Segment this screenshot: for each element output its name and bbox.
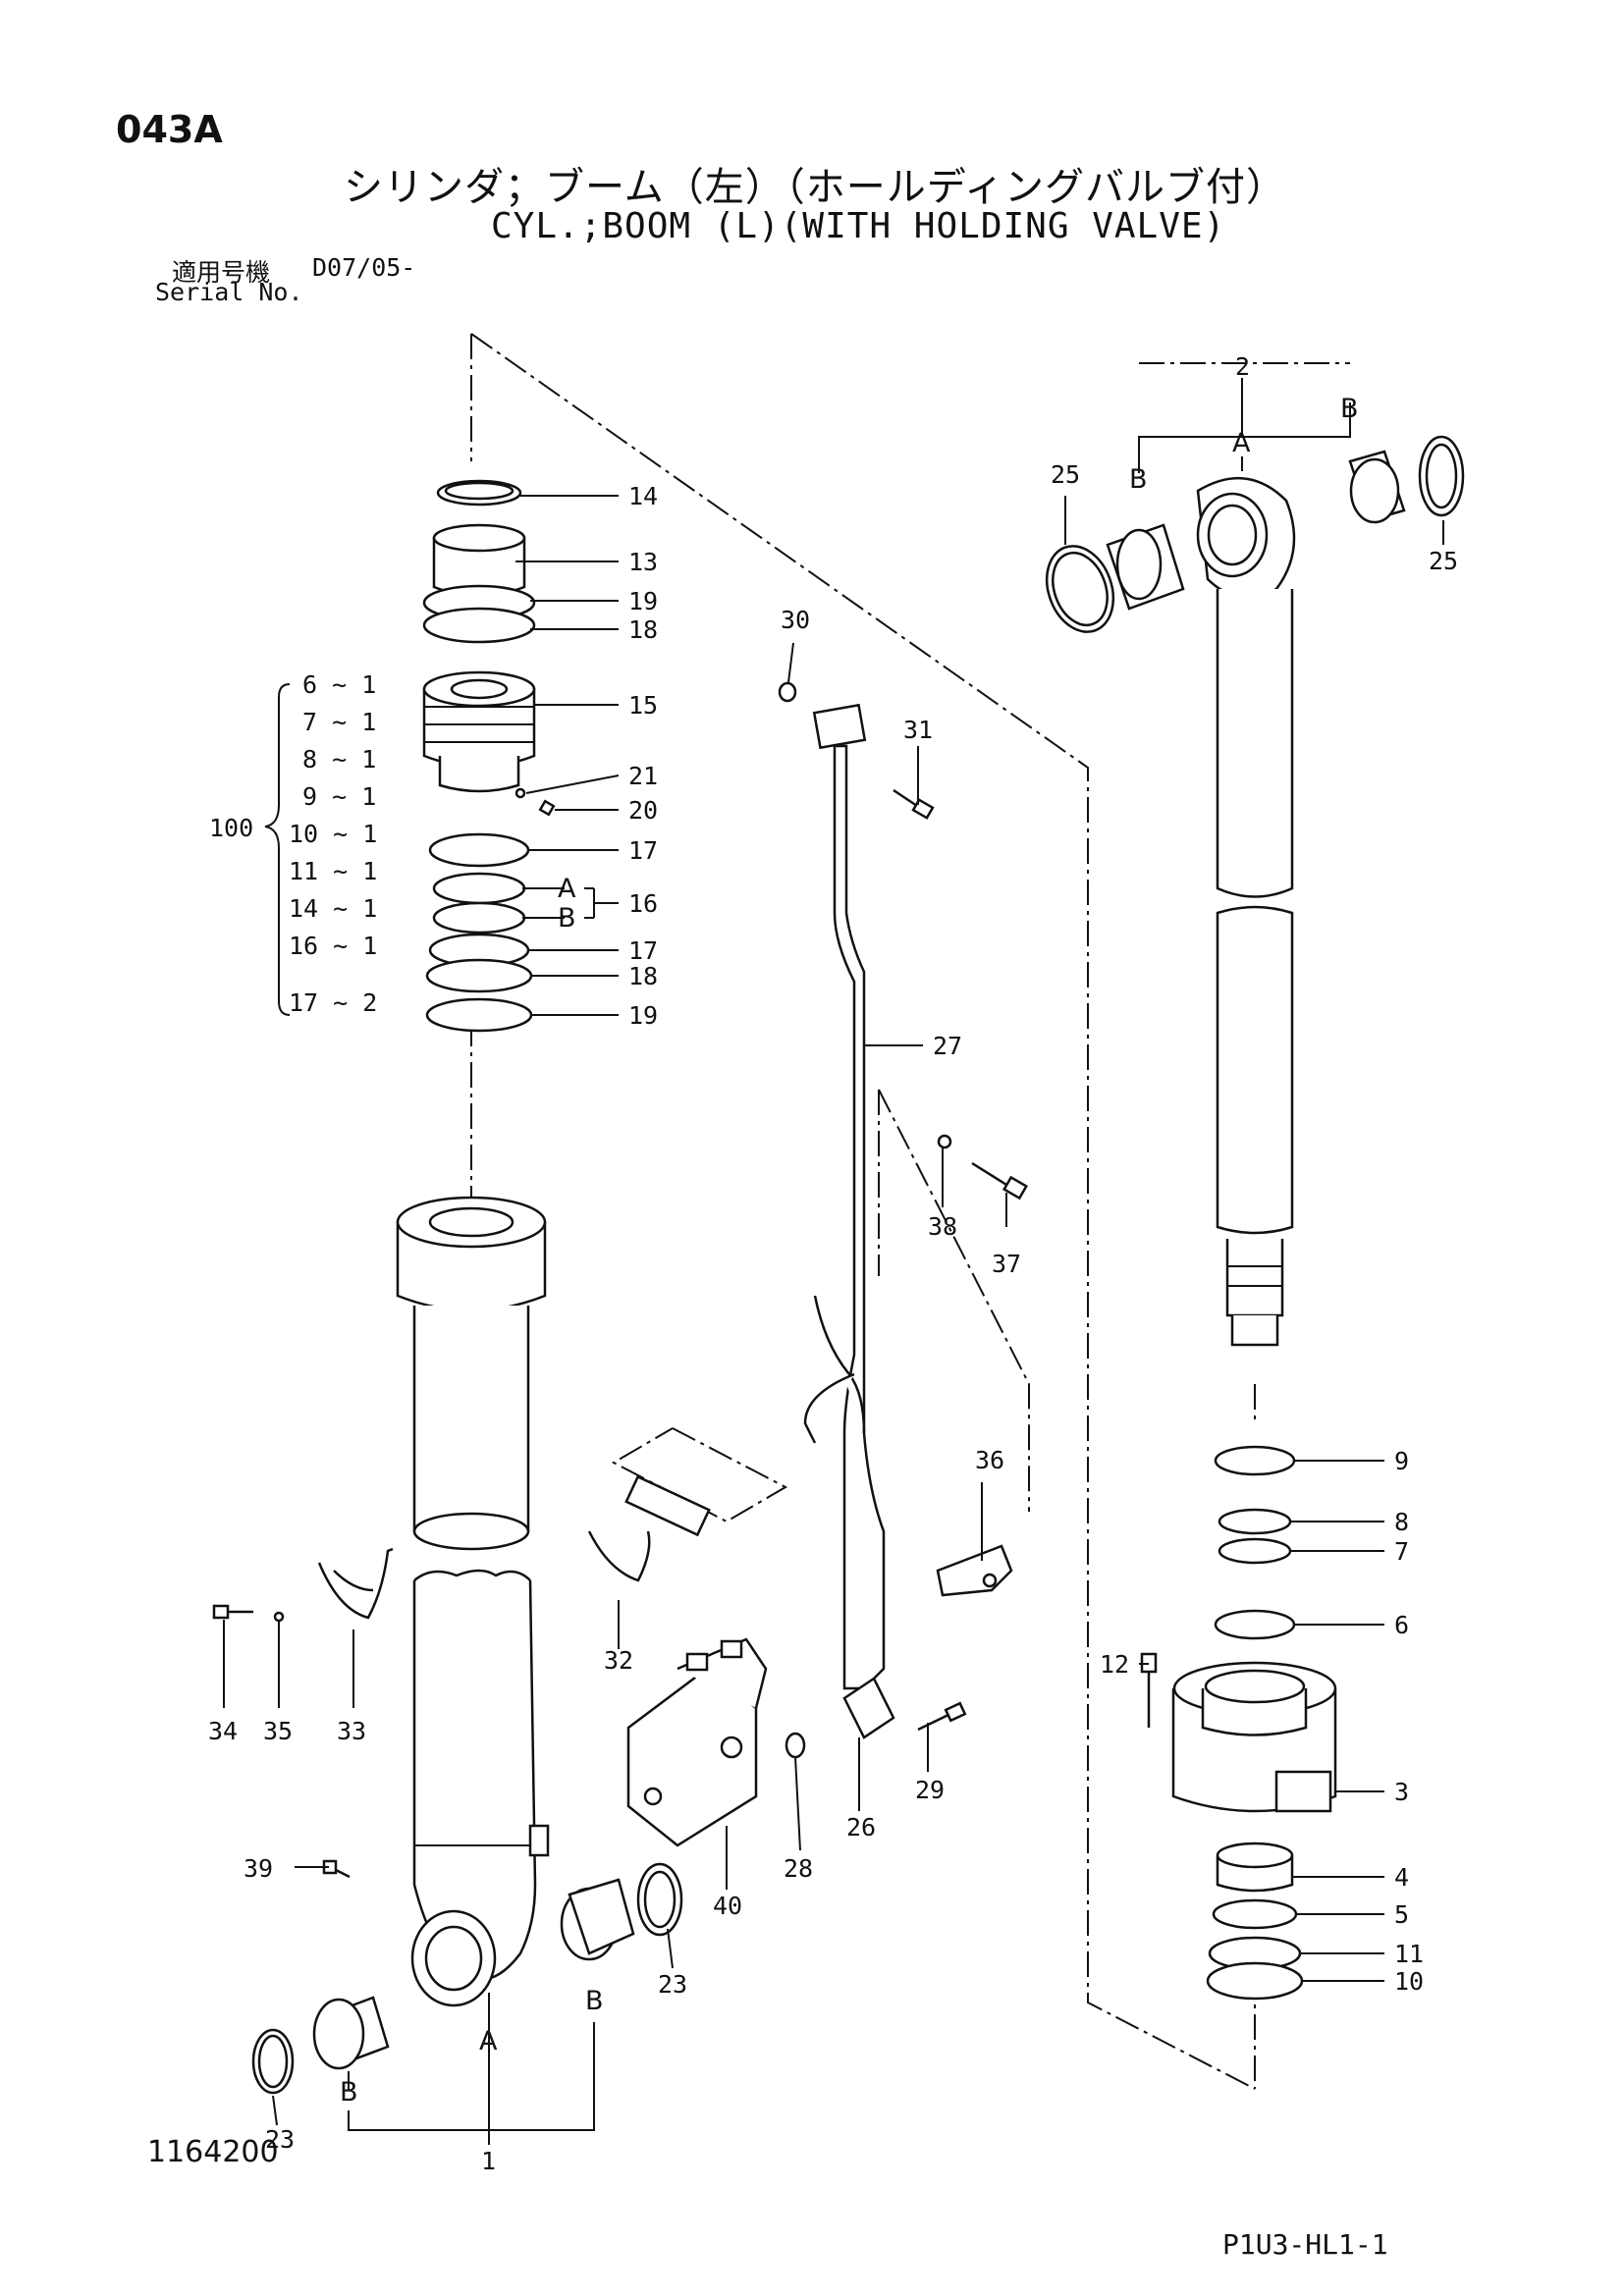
kit-line-6: 11 ~ 1 xyxy=(289,857,377,885)
callout-38: 38 xyxy=(928,1212,957,1241)
callout-9: 9 xyxy=(1394,1447,1409,1475)
callout-8: 8 xyxy=(1394,1508,1409,1536)
callout-18b: 18 xyxy=(628,962,658,990)
kit-line-9: 17 ~ 2 xyxy=(289,988,377,1017)
leader-lines xyxy=(223,495,1444,2145)
ab-brackets xyxy=(348,378,1351,2131)
page-reference: P1U3-HL1-1 xyxy=(1222,2228,1388,2261)
callout-29: 29 xyxy=(915,1776,945,1804)
letter-b-seal: B xyxy=(558,903,576,934)
callout-28: 28 xyxy=(784,1854,813,1883)
callout-37: 37 xyxy=(992,1250,1021,1278)
callout-17b: 17 xyxy=(628,936,658,965)
callout-23-left: 23 xyxy=(265,2125,295,2154)
clamp-bands xyxy=(212,1474,711,1623)
callout-11: 11 xyxy=(1394,1940,1424,1968)
kit-line-2: 7 ~ 1 xyxy=(302,708,376,736)
drawing-number: 1164200 xyxy=(147,2135,279,2169)
callout-2: 2 xyxy=(1235,352,1250,381)
title-english: CYL.;BOOM (L)(WITH HOLDING VALVE) xyxy=(491,206,1226,246)
letter-b-tube-right: B xyxy=(585,1986,604,2016)
callout-33: 33 xyxy=(337,1717,366,1745)
serial-label-english: Serial No. xyxy=(155,278,303,306)
piston-rod xyxy=(1045,435,1465,1347)
callout-19b: 19 xyxy=(628,1001,658,1030)
callout-30: 30 xyxy=(781,606,810,634)
callout-36: 36 xyxy=(975,1446,1004,1474)
letter-a-tube: A xyxy=(479,2026,498,2056)
letter-a-rod: A xyxy=(1232,428,1251,458)
letter-b-tube-left: B xyxy=(340,2077,358,2108)
callout-12: 12 xyxy=(1100,1650,1129,1679)
callout-15: 15 xyxy=(628,691,658,720)
kit-line-4: 9 ~ 1 xyxy=(302,782,376,811)
kit-bracket xyxy=(264,683,291,1016)
letter-a-seal: A xyxy=(558,874,576,904)
kit-line-7: 14 ~ 1 xyxy=(289,894,377,923)
holding-valve xyxy=(626,1637,768,1847)
callout-10: 10 xyxy=(1394,1967,1424,1996)
callout-19a: 19 xyxy=(628,587,658,615)
callout-labels: 14 13 19 18 15 21 20 17 A B 16 17 18 19 … xyxy=(208,352,1458,2175)
kit-line-3: 8 ~ 1 xyxy=(302,745,376,774)
bolts xyxy=(322,788,1158,1879)
callout-39: 39 xyxy=(244,1854,273,1883)
bushing-left xyxy=(251,1862,683,2095)
callout-40: 40 xyxy=(713,1892,742,1920)
kit-number: 100 xyxy=(209,814,253,842)
letter-b-rod-left: B xyxy=(1129,464,1148,495)
callout-14: 14 xyxy=(628,482,658,510)
callout-31: 31 xyxy=(903,716,933,744)
callout-13: 13 xyxy=(628,548,658,576)
serial-code: D07/05- xyxy=(312,253,416,282)
callout-4: 4 xyxy=(1394,1863,1409,1892)
callout-26: 26 xyxy=(846,1813,876,1842)
kit-line-5: 10 ~ 1 xyxy=(289,820,377,848)
piston-seals xyxy=(1171,1445,1337,2001)
callout-34: 34 xyxy=(208,1717,238,1745)
callout-1: 1 xyxy=(481,2147,496,2175)
assembly-boundary xyxy=(470,333,1350,2090)
serial-label-japanese: 適用号機 xyxy=(172,258,271,287)
callout-7: 7 xyxy=(1394,1537,1409,1566)
callout-5: 5 xyxy=(1394,1900,1409,1929)
callout-18a: 18 xyxy=(628,615,658,644)
hydraulic-pipe xyxy=(778,681,895,1759)
bracket xyxy=(936,1544,1013,1597)
title-japanese: シリンダ；ブーム（左）（ホールディングバルブ付） xyxy=(344,165,1286,210)
cylinder-tube xyxy=(396,1196,550,2007)
callout-16: 16 xyxy=(628,889,658,918)
callout-27: 27 xyxy=(933,1032,962,1060)
callout-35: 35 xyxy=(263,1717,293,1745)
callout-25-left: 25 xyxy=(1051,460,1080,489)
callout-32: 32 xyxy=(604,1646,633,1675)
kit-line-1: 6 ~ 1 xyxy=(302,670,376,699)
callout-3: 3 xyxy=(1394,1778,1409,1806)
callout-23-right: 23 xyxy=(658,1970,687,1999)
callout-20: 20 xyxy=(628,796,658,825)
callout-25-right: 25 xyxy=(1429,547,1458,575)
gland-seal-stack xyxy=(422,479,556,1033)
callout-21: 21 xyxy=(628,762,658,790)
callout-17a: 17 xyxy=(628,836,658,865)
kit-line-8: 16 ~ 1 xyxy=(289,932,377,960)
callout-6: 6 xyxy=(1394,1611,1409,1639)
letter-b-rod-right: B xyxy=(1340,394,1359,424)
page-code: 043A xyxy=(116,108,223,151)
